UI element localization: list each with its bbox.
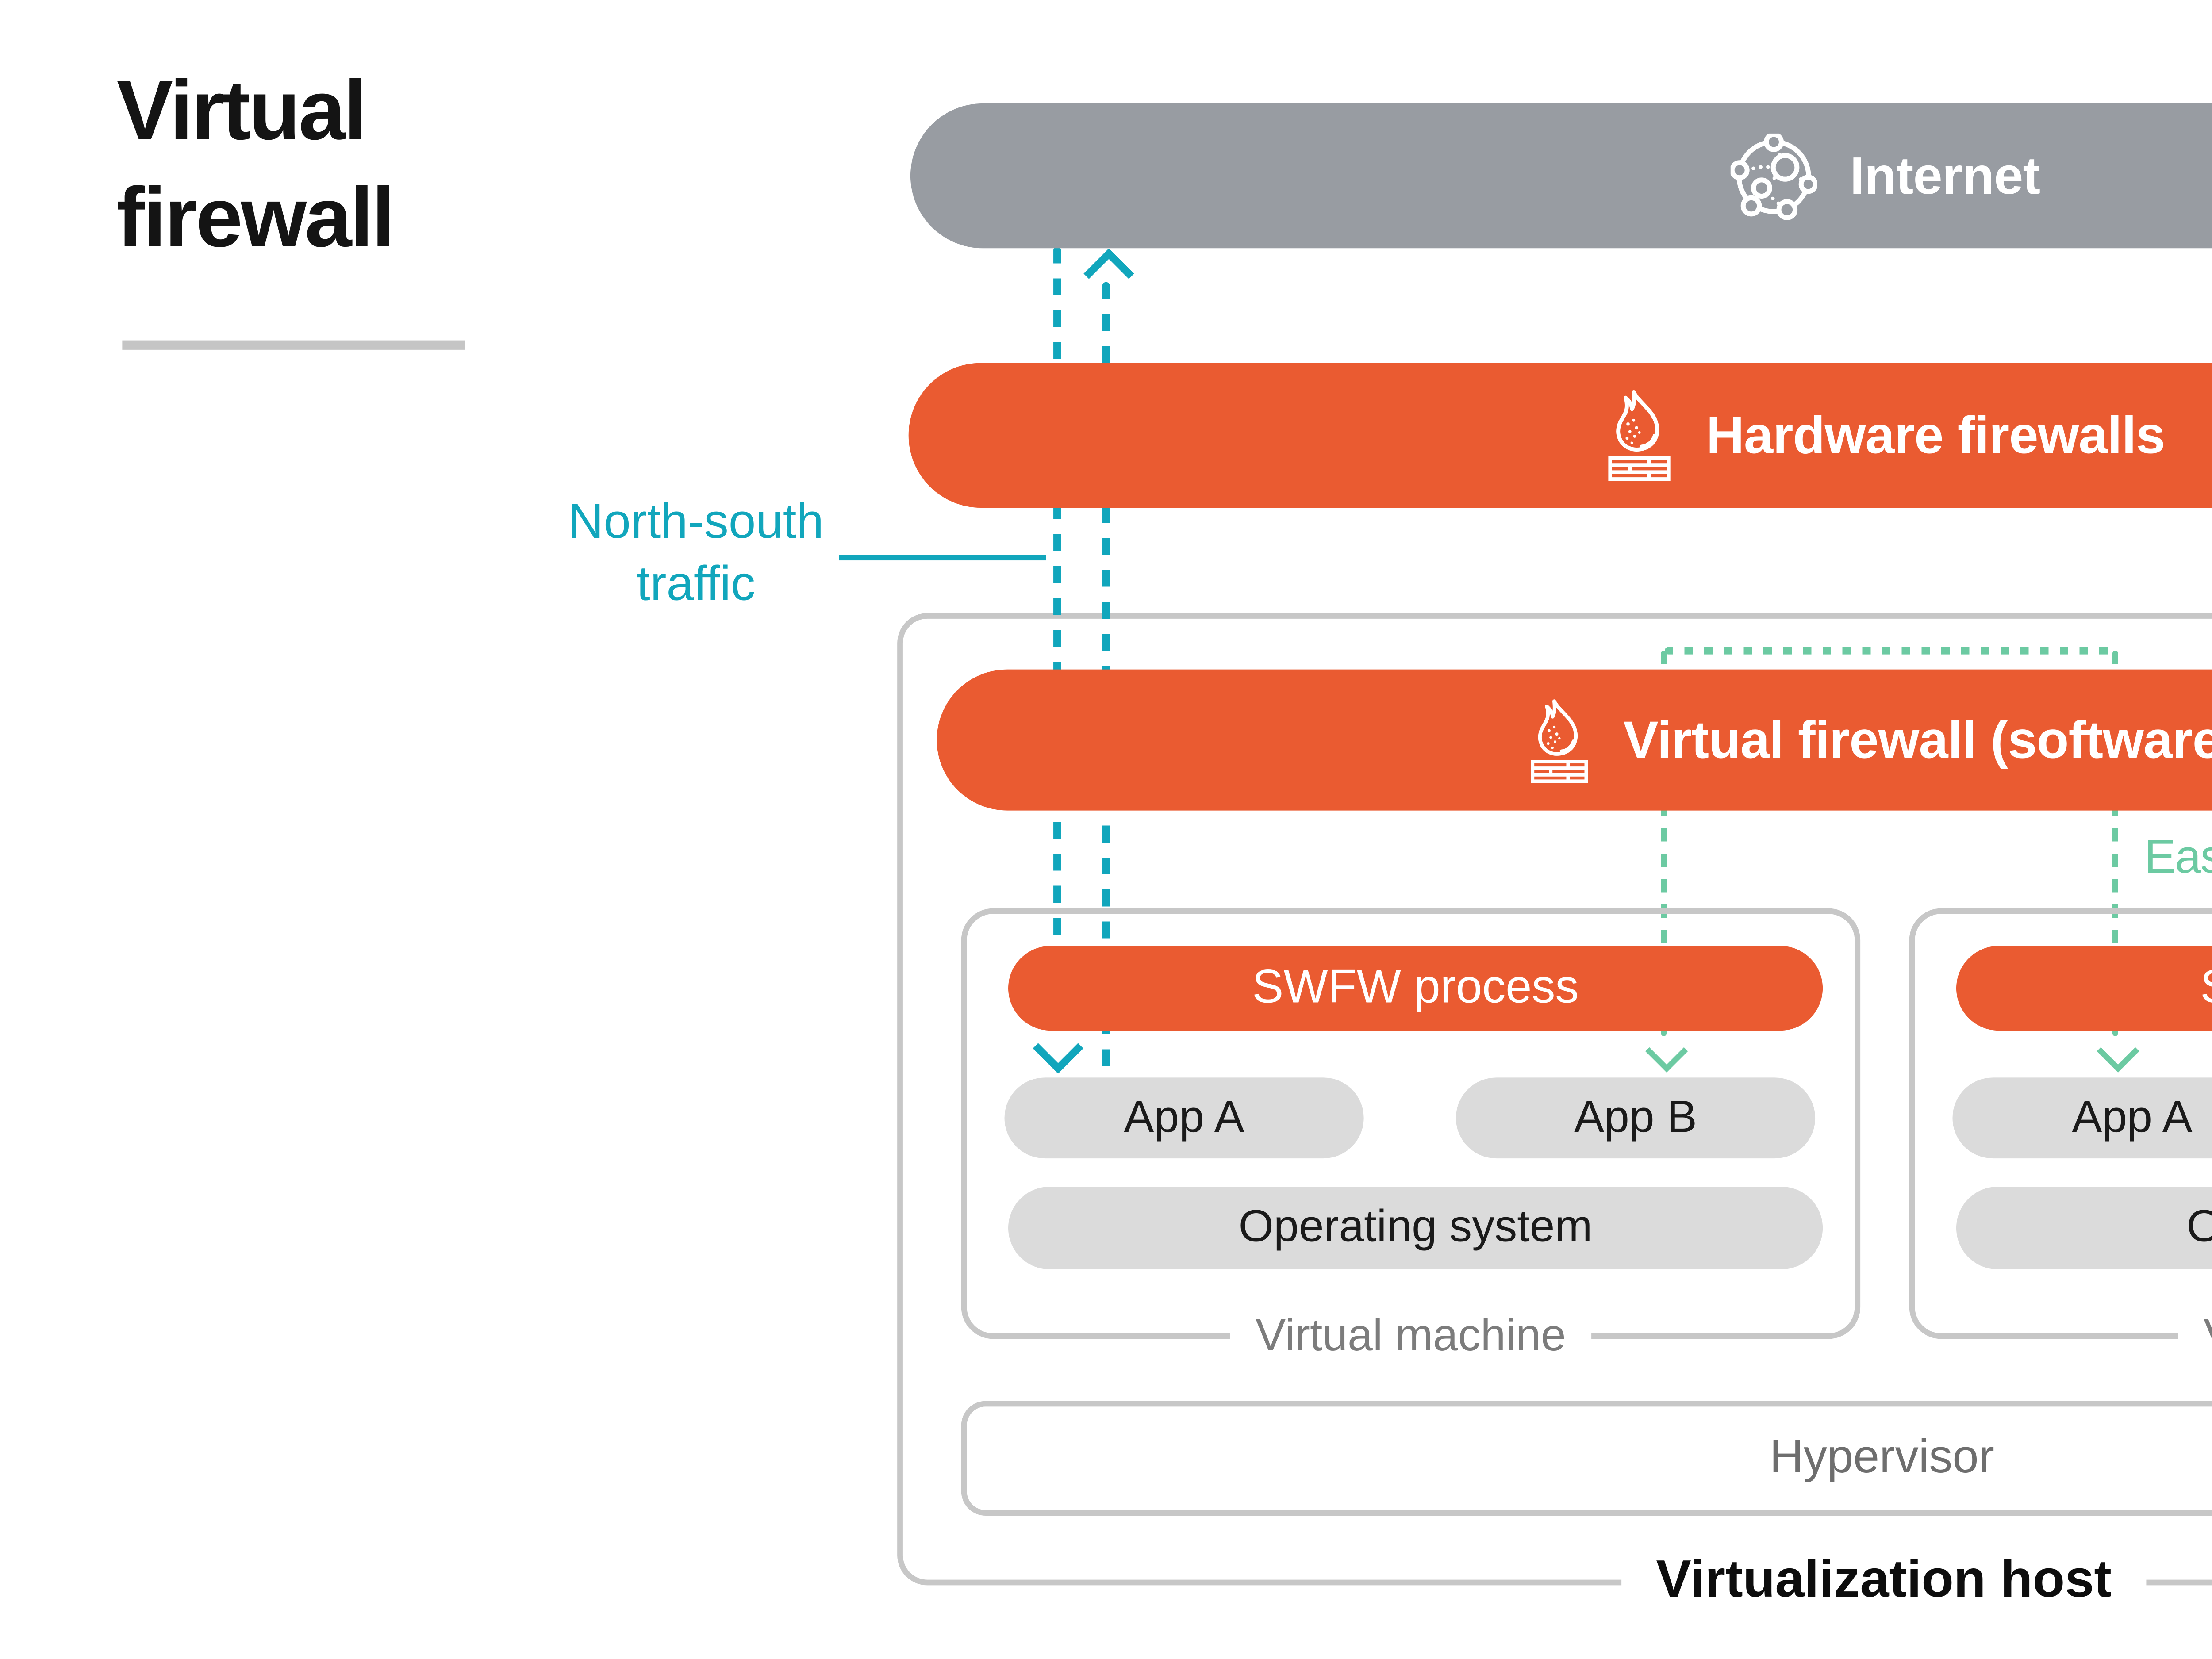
north-south-label-line1: North-south xyxy=(568,492,824,549)
north-south-traffic-label: North-south traffic xyxy=(542,491,850,615)
internet-bar: Internet xyxy=(910,103,2212,249)
page-title-line1: Virtual xyxy=(116,62,367,158)
vm1-caption: Virtual machine xyxy=(961,1309,1860,1365)
vm2-app-a-pill: App A xyxy=(1952,1077,2212,1159)
vm2-os-label: Operating system xyxy=(2187,1202,2212,1254)
vm1-os-label: Operating system xyxy=(1238,1201,1593,1253)
vm1-swfw-process-bar: SWFW process xyxy=(1008,946,1823,1031)
vm2-os-bar: Operating system xyxy=(1956,1186,2212,1270)
vm2-container xyxy=(1909,908,2212,1339)
globe-network-icon xyxy=(1731,132,1818,219)
hardware-firewalls-label: Hardware firewalls xyxy=(1706,405,2166,464)
title-divider xyxy=(122,340,465,350)
virtualization-host-label: Virtualization host xyxy=(1622,1550,2146,1608)
vm2-app-a-label: App A xyxy=(2072,1092,2193,1143)
vm2-caption-label: Virtual machine xyxy=(2177,1310,2212,1362)
vm1-caption-label: Virtual machine xyxy=(1229,1310,1593,1362)
hardware-firewalls-bar: Hardware firewalls xyxy=(908,363,2212,508)
vm1-os-bar: Operating system xyxy=(1008,1186,1823,1270)
hypervisor-label: Hypervisor xyxy=(1769,1431,1995,1484)
flame-brick-firewall-icon xyxy=(1527,697,1591,783)
vm1-swfw-label: SWFW process xyxy=(1252,961,1579,1014)
page-title: Virtual firewall xyxy=(116,57,396,271)
virtual-firewall-label: Virtual firewall (software) xyxy=(1623,710,2212,768)
page-title-line2: firewall xyxy=(116,169,396,265)
virtualization-host-caption: Virtualization host xyxy=(897,1546,2212,1613)
vm1-app-a-pill: App A xyxy=(1004,1077,1364,1159)
vm1-app-b-pill: App B xyxy=(1455,1077,1816,1159)
vm2-swfw-label: SWFW process xyxy=(2200,961,2212,1015)
vm2-swfw-process-bar: SWFW process xyxy=(1956,946,2212,1031)
flame-brick-firewall-icon xyxy=(1605,389,1674,481)
north-south-callout-line xyxy=(839,555,1046,561)
arrow-up-to-internet-icon xyxy=(1083,248,1134,299)
vm1-app-b-label: App B xyxy=(1574,1092,1697,1143)
east-west-traffic-label: East-west traffic xyxy=(2144,831,2212,884)
virtual-firewall-bar: Virtual firewall (software) xyxy=(937,669,2212,811)
hypervisor-box: Hypervisor xyxy=(961,1401,2212,1516)
east-west-horizontal-line xyxy=(1664,647,2118,654)
north-south-label-line2: traffic xyxy=(637,555,756,611)
vm1-app-a-label: App A xyxy=(1124,1092,1244,1143)
internet-label: Internet xyxy=(1850,146,2041,204)
vm2-caption: Virtual machine xyxy=(1909,1309,2212,1365)
